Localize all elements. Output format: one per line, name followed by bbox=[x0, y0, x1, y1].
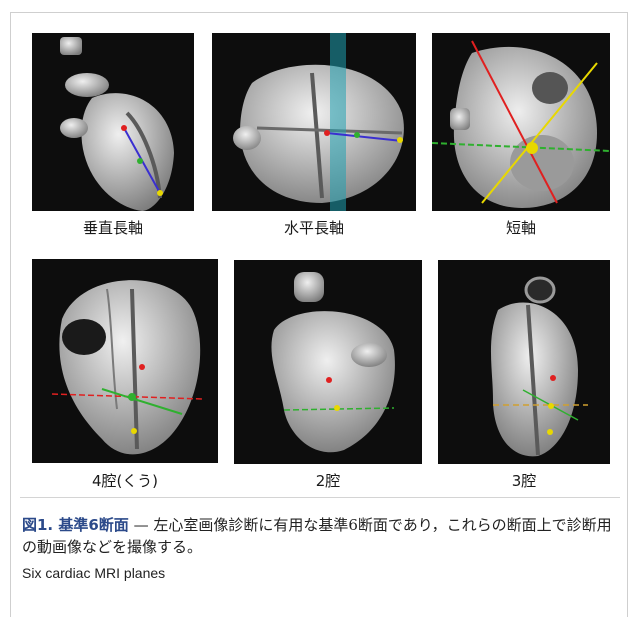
caption-english: Six cardiac MRI planes bbox=[22, 565, 165, 581]
heart-image-4-chamber bbox=[32, 259, 218, 463]
figure-caption: 図1. 基準6断面 — 左心室画像診断に有用な基準6断面であり，これらの断面上で… bbox=[22, 514, 612, 558]
panel-label-1: 垂直長軸 bbox=[32, 217, 194, 238]
panel-label-4: 4腔(くう) bbox=[32, 470, 218, 491]
heart-image-short-axis bbox=[432, 33, 610, 211]
panel-label-5: 2腔 bbox=[234, 470, 422, 491]
heart-image-horizontal-long-axis bbox=[212, 33, 416, 211]
heart-image-2-chamber bbox=[234, 260, 422, 464]
heart-image-3-chamber bbox=[438, 260, 610, 464]
figure-label: 図1. 基準6断面 bbox=[22, 516, 129, 534]
panel-label-3: 短軸 bbox=[432, 217, 610, 238]
heart-image-vertical-long-axis bbox=[32, 33, 194, 211]
panel-label-2: 水平長軸 bbox=[212, 217, 416, 238]
caption-divider bbox=[20, 497, 620, 498]
panel-label-6: 3腔 bbox=[438, 470, 610, 491]
